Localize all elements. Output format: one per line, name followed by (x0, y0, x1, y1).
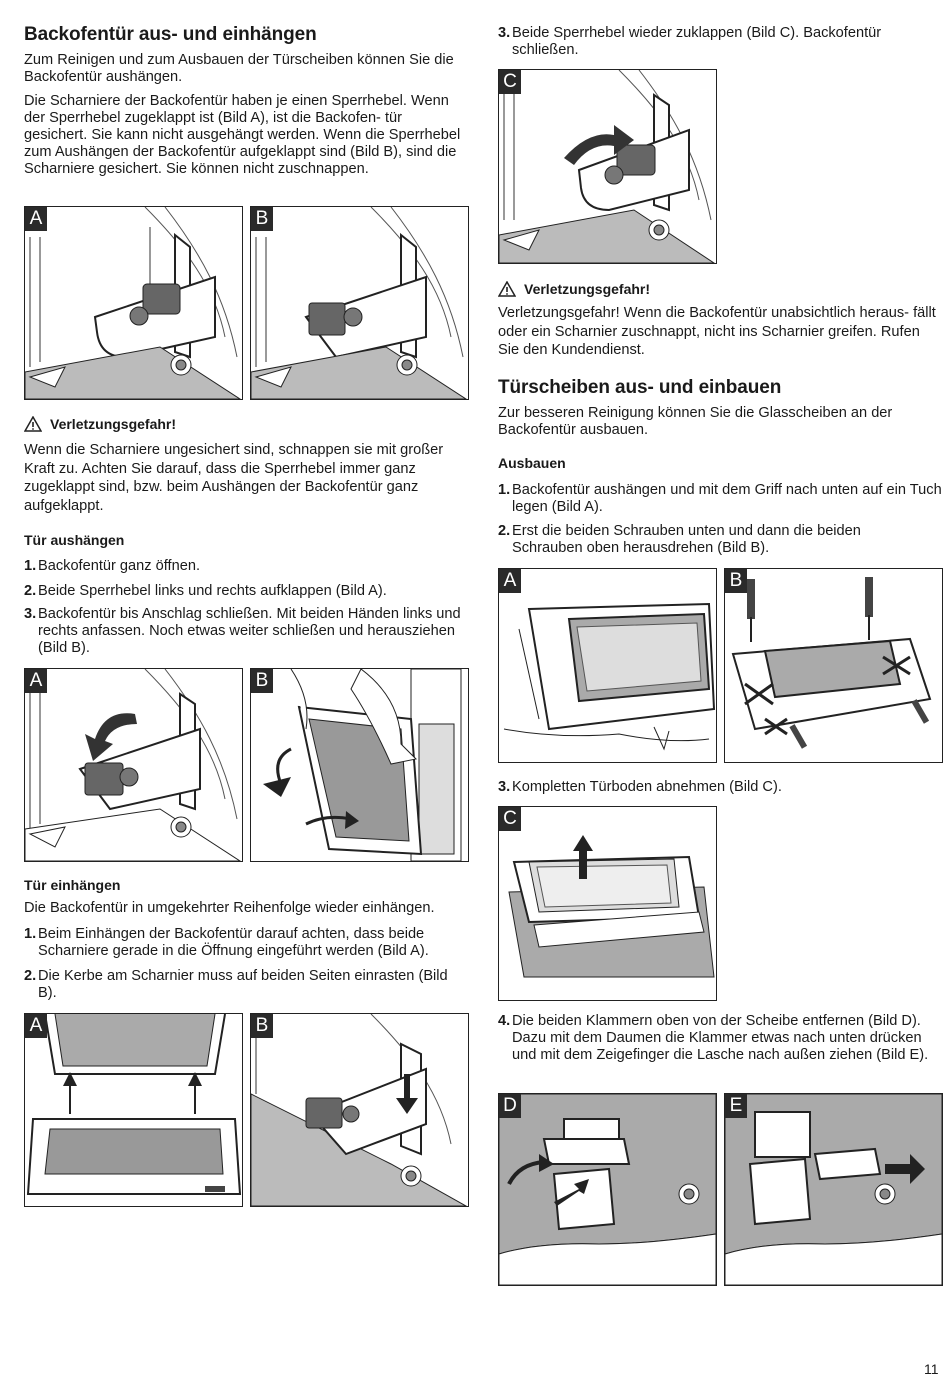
step-number: 3. (498, 25, 511, 41)
step-number: 3. (24, 606, 37, 622)
figure-label: A (499, 569, 521, 593)
step-text: Backofentür ganz öffnen. (38, 558, 200, 574)
step-text: Backofentür aushängen und mit dem Griff … (512, 482, 942, 515)
warning-title: Verletzungsgefahr! (524, 281, 651, 297)
step-number: 1. (498, 482, 511, 498)
figure-notch-b: B (250, 1013, 469, 1207)
step-text: Beide Sperrhebel wieder zuklappen (Bild … (512, 25, 882, 58)
warning-triangle-icon (24, 416, 42, 432)
subheading-aushaengen: Tür aushängen (24, 532, 125, 548)
step-text: Die beiden Klammern oben von der Scheibe… (512, 1013, 929, 1063)
step-text: Kompletten Türboden abnehmen (Bild C). (512, 779, 782, 795)
einhaengen-text: Die Backofentür in umgekehrter Reihenfol… (24, 900, 435, 916)
section-title-tuerscheiben: Türscheiben aus- und einbauen (498, 377, 782, 398)
list-item: 1.Beim Einhängen der Backofentür darauf … (24, 926, 483, 960)
figure-insert-door-a: A (24, 1013, 243, 1207)
figure-hinge-b-open: B (250, 206, 469, 400)
page-number: 11 (924, 1361, 939, 1377)
step-number: 1. (24, 926, 37, 942)
step-text: Beide Sperrhebel links und rechts aufkla… (38, 583, 387, 599)
warning-title: Verletzungsgefahr! (50, 416, 177, 432)
step-number: 2. (24, 968, 37, 984)
warning-heading: Verletzungsgefahr! (24, 416, 176, 432)
list-item: 2.Beide Sperrhebel links und rechts aufk… (24, 583, 478, 600)
figure-hinge-a-closed: A (24, 206, 243, 400)
list-item: 2.Erst die beiden Schrauben unten und da… (498, 523, 922, 557)
list-item: 3.Beide Sperrhebel wieder zuklappen (Bil… (498, 25, 942, 59)
step-text: Beim Einhängen der Backofentür darauf ac… (38, 926, 429, 959)
section-title-aushaengen: Backofentür aus- und einhängen (24, 24, 317, 45)
step-text: Erst die beiden Schrauben unten und dann… (512, 523, 861, 556)
list-item: 3.Backofentür bis Anschlag schließen. Mi… (24, 606, 478, 657)
warning-triangle-icon (498, 281, 516, 297)
list-item: 1.Backofentür aushängen und mit dem Grif… (498, 482, 950, 516)
figure-label: B (251, 669, 273, 693)
step-number: 2. (24, 583, 37, 599)
figure-remove-bottom-c: C (498, 806, 717, 1001)
figure-door-on-cloth-a: A (498, 568, 717, 763)
step-number: 3. (498, 779, 511, 795)
figure-label: D (499, 1094, 521, 1118)
figure-label: B (725, 569, 747, 593)
figure-label: E (725, 1094, 747, 1118)
warning-heading-right: Verletzungsgefahr! (498, 281, 650, 297)
figure-remove-door-b: B (250, 668, 469, 862)
figure-label: B (251, 207, 273, 231)
step-text: Backofentür bis Anschlag schließen. Mit … (38, 606, 461, 656)
step-number: 2. (498, 523, 511, 539)
figure-clamp-e: E (724, 1093, 943, 1286)
step-text: Die Kerbe am Scharnier muss auf beiden S… (38, 968, 448, 1001)
subheading-ausbauen: Ausbauen (498, 455, 566, 471)
figure-clamp-d: D (498, 1093, 717, 1286)
warning-text-right: Verletzungsgefahr! Wenn die Backofentür … (498, 305, 936, 358)
figure-open-lever-a: A (24, 668, 243, 862)
figure-label: A (25, 1014, 47, 1038)
step-number: 1. (24, 558, 37, 574)
intro-paragraph-1: Zum Reinigen und zum Ausbauen der Türsch… (24, 52, 454, 85)
intro-paragraph-2: Die Scharniere der Backofentür haben je … (24, 93, 461, 177)
tuerscheiben-intro: Zur besseren Reinigung können Sie die Gl… (498, 405, 893, 438)
figure-label: B (251, 1014, 273, 1038)
step-number: 4. (498, 1013, 511, 1029)
subheading-einhaengen: Tür einhängen (24, 877, 121, 893)
figure-label: A (25, 207, 47, 231)
figure-close-lever-c: C (498, 69, 717, 264)
figure-label: A (25, 669, 47, 693)
figure-screws-b: B (724, 568, 943, 763)
list-item: 1.Backofentür ganz öffnen. (24, 558, 478, 575)
figure-label: C (499, 807, 521, 831)
list-item: 4.Die beiden Klammern oben von der Schei… (498, 1013, 942, 1064)
list-item: 2.Die Kerbe am Scharnier muss auf beiden… (24, 968, 468, 1002)
figure-label: C (499, 70, 521, 94)
warning-text: Wenn die Scharniere ungesichert sind, sc… (24, 442, 444, 514)
list-item: 3.Kompletten Türboden abnehmen (Bild C). (498, 779, 942, 796)
